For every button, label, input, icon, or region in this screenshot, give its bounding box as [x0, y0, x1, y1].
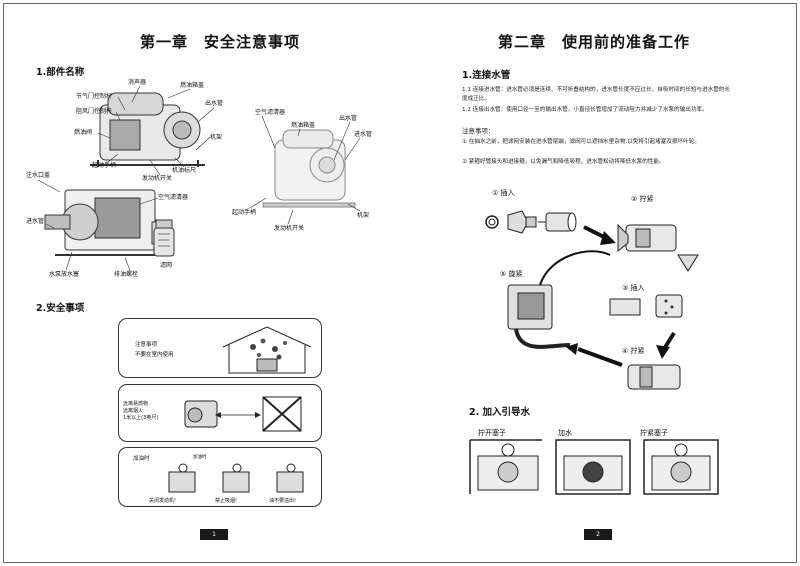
step-3-text: 插入 — [630, 284, 645, 292]
notes-title: 注意事项： — [462, 127, 495, 135]
label-r-outlet: 出水管 — [339, 115, 358, 122]
label-muffler: 消声器 — [128, 79, 147, 86]
safety-box3-sub: 加油时 — [193, 455, 207, 460]
step-3-number: ③ — [622, 284, 629, 292]
house-icon — [222, 326, 312, 374]
safety-box3-caption2: 禁止吸烟! — [215, 498, 238, 504]
pump-illustration-bottom — [44, 189, 167, 256]
label-r-frame: 机架 — [357, 212, 370, 219]
priming-label-2: 加水 — [558, 429, 572, 437]
priming-label-1: 拧开塞子 — [478, 429, 506, 437]
document-frame — [3, 3, 797, 563]
priming-illustrations — [469, 439, 719, 495]
step-5-label: ⑤ 旋紧 — [500, 269, 523, 279]
safety-box2-line2: 远离烟火 — [123, 408, 144, 414]
label-r-fuel-tank-cap: 燃油箱盖 — [291, 122, 316, 129]
safety-box2-line3: 1米以上(3英尺) — [123, 415, 159, 421]
step-4-text: 拧紧 — [630, 347, 645, 355]
hose-connection-diagram — [485, 210, 699, 390]
safety-box3-caption3: 油不要溢出! — [269, 498, 297, 504]
note-2: ② 紧箍好管接头和进接箍，以免漏气和降低吸程，进水管松动将降低水泵的性能。 — [462, 159, 665, 165]
label-frame: 机架 — [210, 134, 223, 141]
step-2-label: ② 拧紧 — [631, 194, 654, 204]
refuel-illustrations — [168, 463, 304, 493]
step-4-label: ④ 拧紧 — [622, 346, 645, 356]
connect-paragraph-1: 1.1 连接进水管：进水管必须是连续、不可折叠结构的，进水管长度不应过长，自吸时… — [462, 87, 730, 102]
step-5-number: ⑤ — [500, 270, 507, 278]
safety-box1-text: 不要在室内使用 — [135, 352, 174, 358]
parts-heading: 1.部件名称 — [36, 67, 85, 78]
label-r-air-cleaner: 空气滤清器 — [255, 109, 286, 116]
distance-illustration — [184, 396, 302, 432]
right-chapter-title: 第二章 使用前的准备工作 — [498, 33, 691, 51]
label-r-engine-switch: 发动机开关 — [274, 225, 305, 232]
note-1: ① 在抽水之前，把滤网安装在进水管尾端，滤网可以遮挡水里杂物,以免将引起堵塞及损… — [462, 139, 700, 145]
label-r-starter-handle: 起动手柄 — [232, 209, 257, 216]
step-1-text: 插入 — [500, 189, 515, 197]
step-5-text: 旋紧 — [508, 270, 523, 278]
step-3-label: ③ 插入 — [622, 283, 645, 293]
step-1-number: ① — [492, 189, 499, 197]
label-fuel-valve: 燃油阀 — [74, 129, 93, 136]
step-1-label: ① 插入 — [492, 188, 515, 198]
safety-box3-title: 加油时 — [133, 456, 150, 462]
safety-box-distance: 远离易燃物 远离烟火 1米以上(3英尺) — [118, 384, 322, 442]
label-oil-dipstick: 机油标尺 — [172, 167, 197, 174]
connect-heading: 1.连接水管 — [462, 70, 511, 81]
label-throttle-lever: 节气门控制杆 — [76, 93, 113, 100]
step-2-text: 拧紧 — [639, 195, 654, 203]
label-inlet: 进水管 — [26, 218, 45, 225]
label-outlet-top: 出水管 — [205, 100, 224, 107]
label-drain-bolt: 排油螺栓 — [114, 271, 139, 278]
connect-paragraph-2: 1.2 连接出水管：使用口径一至的输出水管，小直径长管增加了流动阻力并减少了水泵… — [462, 107, 708, 113]
left-chapter-title: 第一章 安全注意事项 — [140, 33, 301, 51]
label-fuel-tank-cap: 燃油箱盖 — [180, 82, 205, 89]
strainer-illustration — [153, 219, 175, 257]
priming-heading: 2. 加入引导水 — [469, 407, 531, 418]
step-2-number: ② — [631, 195, 638, 203]
safety-box3-caption1: 关闭发动机! — [149, 498, 177, 504]
safety-box1-title: 注意事项 — [135, 342, 158, 348]
part-leader-lines — [37, 85, 361, 271]
label-choke-lever: 阻风门控制杆 — [76, 108, 113, 115]
step-4-number: ④ — [622, 347, 629, 355]
priming-label-3: 拧紧塞子 — [640, 429, 668, 437]
pump-illustration-top — [90, 92, 205, 167]
safety-box-indoor: 注意事项 不要在室内使用 — [118, 318, 322, 378]
label-engine-switch: 发动机开关 — [142, 175, 173, 182]
safety-box-refuel: 加油时 加油时 关闭发动机! 禁止吸烟! 油不要溢出! — [118, 447, 322, 507]
label-r-inlet: 进水管 — [354, 131, 373, 138]
right-page-number: 2 — [584, 529, 612, 540]
label-starter-handle: 起动手柄 — [92, 162, 117, 169]
safety-heading: 2.安全事项 — [36, 303, 85, 314]
label-drain-plug: 水泵放水塞 — [49, 271, 80, 278]
safety-box2-line1: 远离易燃物 — [123, 401, 149, 407]
label-air-cleaner: 空气滤清器 — [158, 194, 189, 201]
left-page-number: 1 — [200, 529, 228, 540]
label-fill-cap: 注水口盖 — [26, 172, 51, 179]
label-strainer: 滤网 — [160, 262, 173, 269]
